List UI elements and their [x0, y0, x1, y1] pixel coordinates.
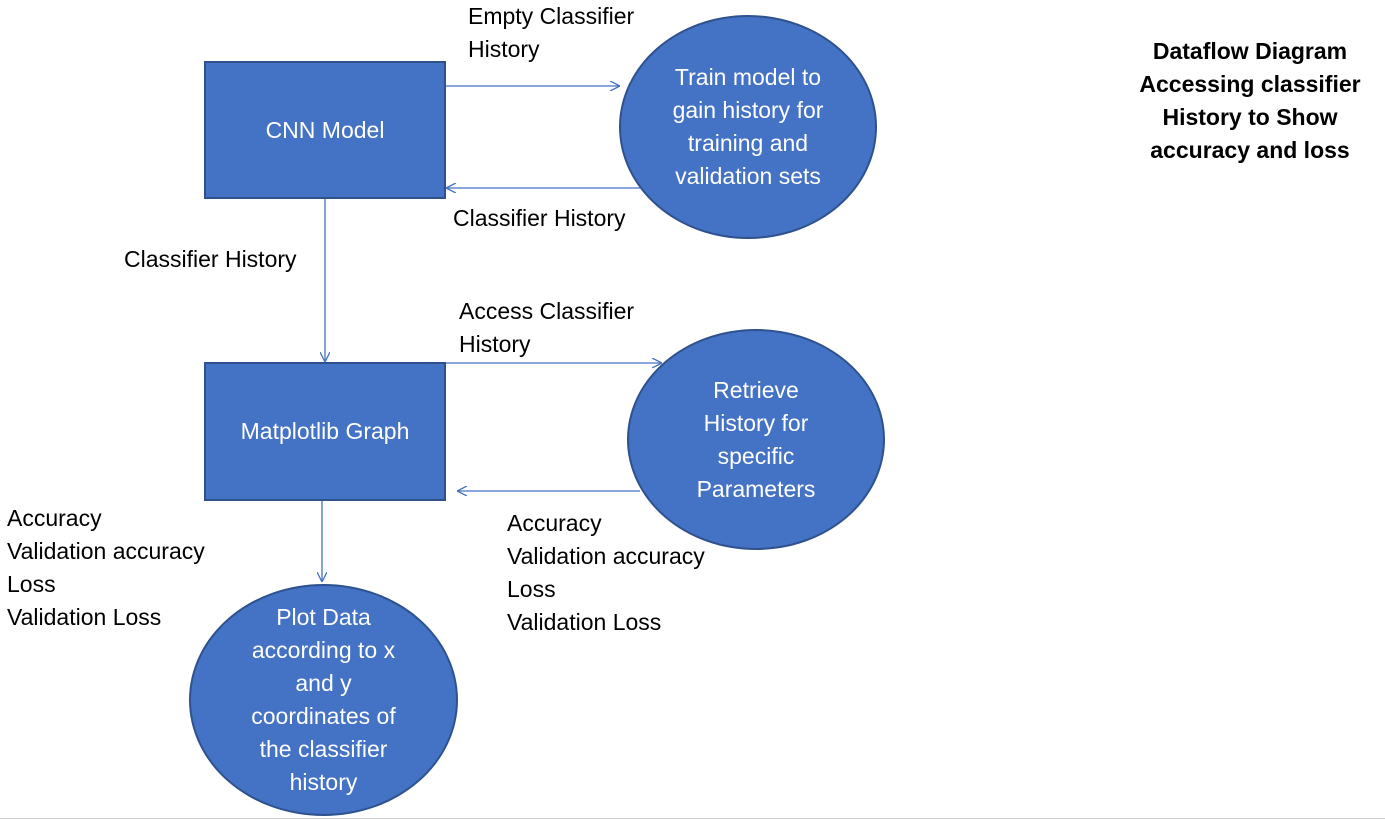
- train-model-label: Train model to gain history for training…: [672, 64, 824, 189]
- flow-label-classifier-history-down: Classifier History: [124, 246, 297, 272]
- cnn-model-label: CNN Model: [265, 116, 385, 143]
- train-model-ellipse: Train model to gain history for training…: [619, 15, 877, 239]
- flow-label-metrics-down: Accuracy Validation accuracy Loss Valida…: [7, 505, 205, 630]
- flow-label-access-history: Access Classifier History: [459, 298, 635, 357]
- diagram-title: Dataflow Diagram Accessing classifier Hi…: [1139, 38, 1361, 163]
- matplotlib-graph-label: Matplotlib Graph: [240, 418, 410, 444]
- plot-data-ellipse: Plot Data according to x and y coordinat…: [189, 584, 458, 816]
- cnn-model-box: CNN Model: [204, 61, 446, 199]
- flow-label-empty-history: Empty Classifier History: [468, 3, 635, 62]
- bottom-divider: [0, 818, 1385, 819]
- plot-data-label: Plot Data according to x and y coordinat…: [251, 604, 396, 795]
- matplotlib-graph-box: Matplotlib Graph: [204, 362, 446, 501]
- flow-label-classifier-history-return: Classifier History: [453, 205, 626, 231]
- retrieve-history-ellipse: Retrieve History for specific Parameters: [627, 329, 885, 550]
- flow-label-metrics-return: Accuracy Validation accuracy Loss Valida…: [507, 510, 705, 635]
- retrieve-history-label: Retrieve History for specific Parameters: [696, 376, 816, 502]
